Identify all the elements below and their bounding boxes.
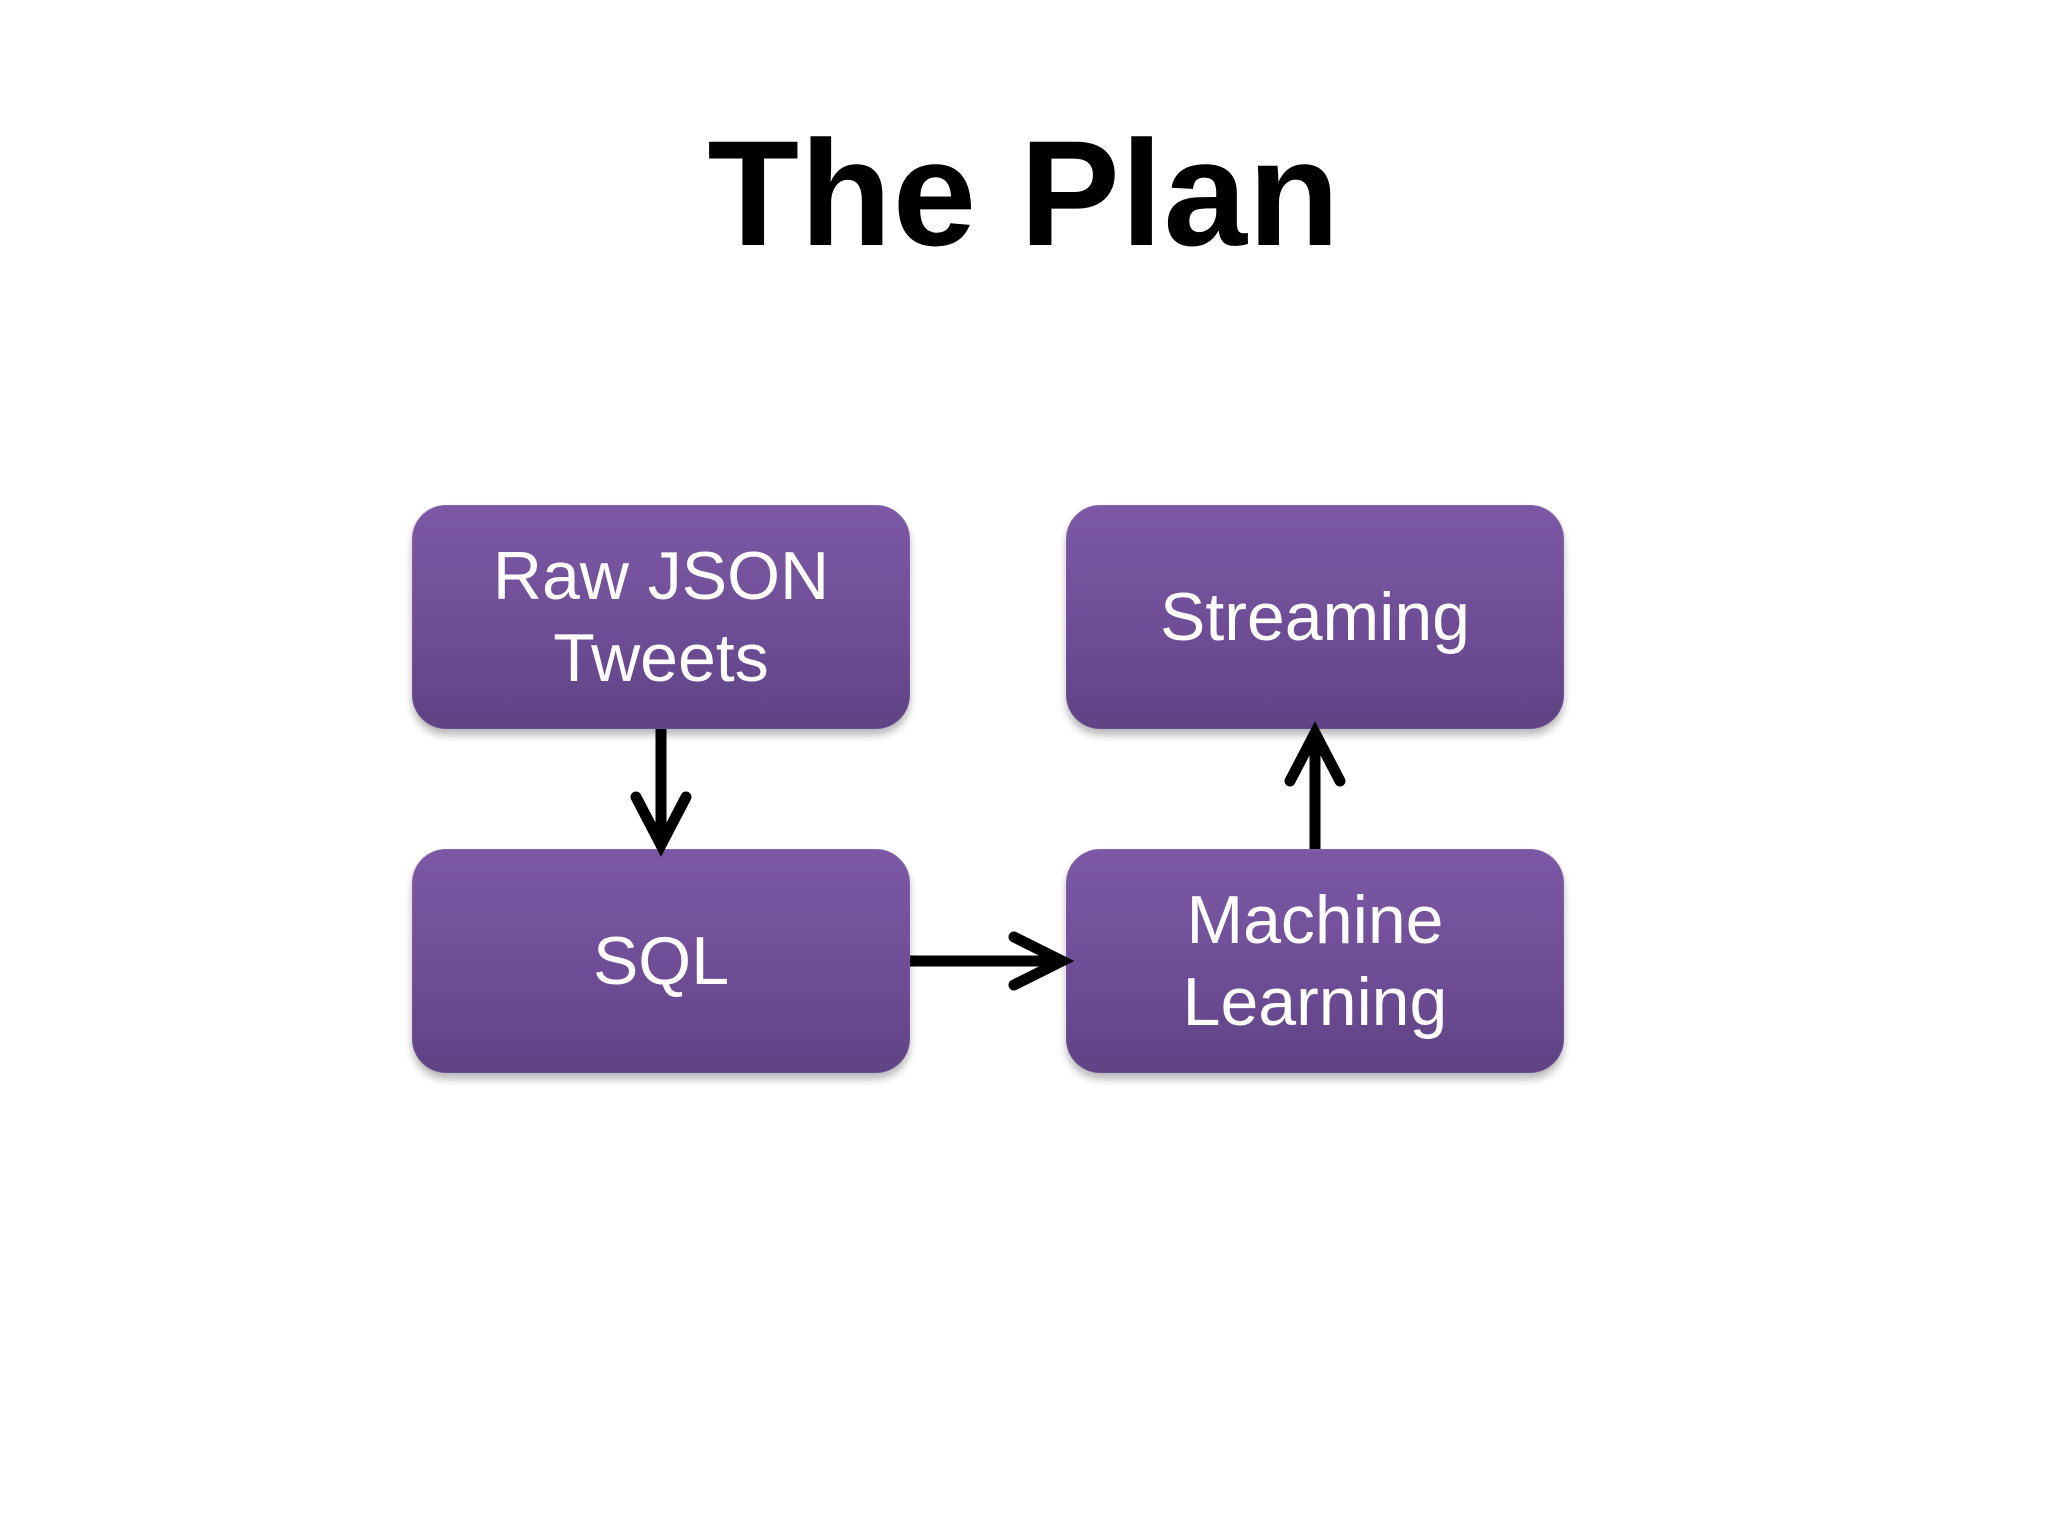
node-label-line: Tweets — [553, 620, 769, 696]
node-label-line: Raw JSON — [492, 538, 830, 614]
arrow-raw-to-sql — [630, 729, 692, 857]
node-label-line: Machine — [1186, 882, 1444, 958]
node-label: SQL — [593, 920, 729, 1002]
node-machine-learning: Machine Learning — [1066, 849, 1564, 1073]
node-raw-json-tweets: Raw JSON Tweets — [412, 505, 910, 729]
node-label-line: SQL — [592, 923, 730, 999]
node-label: Raw JSON Tweets — [493, 535, 829, 699]
node-label-line: Learning — [1182, 964, 1448, 1040]
slide-title: The Plan — [707, 109, 1341, 277]
arrow-sql-to-ml — [910, 931, 1075, 991]
arrow-ml-to-streaming — [1284, 721, 1346, 849]
node-sql: SQL — [412, 849, 910, 1073]
node-label: Machine Learning — [1183, 879, 1448, 1043]
node-label-line: Streaming — [1160, 579, 1470, 655]
node-streaming: Streaming — [1066, 505, 1564, 729]
node-label: Streaming — [1160, 576, 1470, 658]
